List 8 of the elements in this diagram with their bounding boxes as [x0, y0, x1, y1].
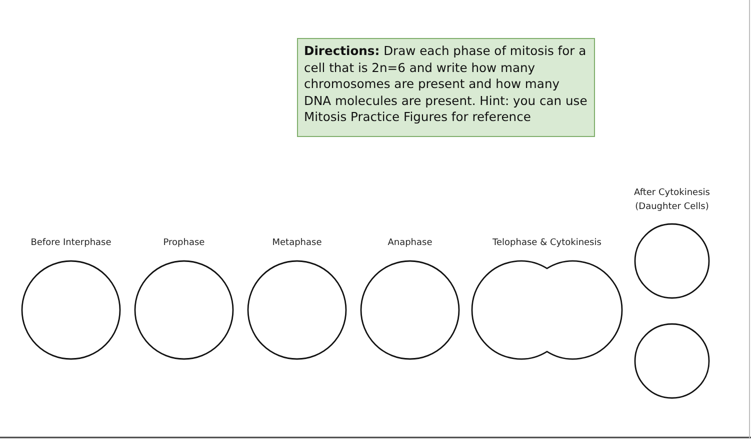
- phase-label: Metaphase: [271, 237, 323, 250]
- phase-label: Telophase & Cytokinesis: [492, 237, 602, 250]
- directions-text: Directions: Draw each phase of mitosis for a cell that is 2n=6 and write how many chromosomes are present and how many DNA molecules are present. Hint: you can use Mitosis Practice Figures for reference: [304, 44, 588, 124]
- phase-label: Before Interphase: [30, 237, 112, 250]
- phase-label: Prophase: [162, 237, 206, 250]
- directions-box: [297, 38, 595, 137]
- phase-label: Anaphase: [386, 237, 434, 250]
- phase-label: After Cytokinesis (Daughter Cells): [633, 187, 711, 214]
